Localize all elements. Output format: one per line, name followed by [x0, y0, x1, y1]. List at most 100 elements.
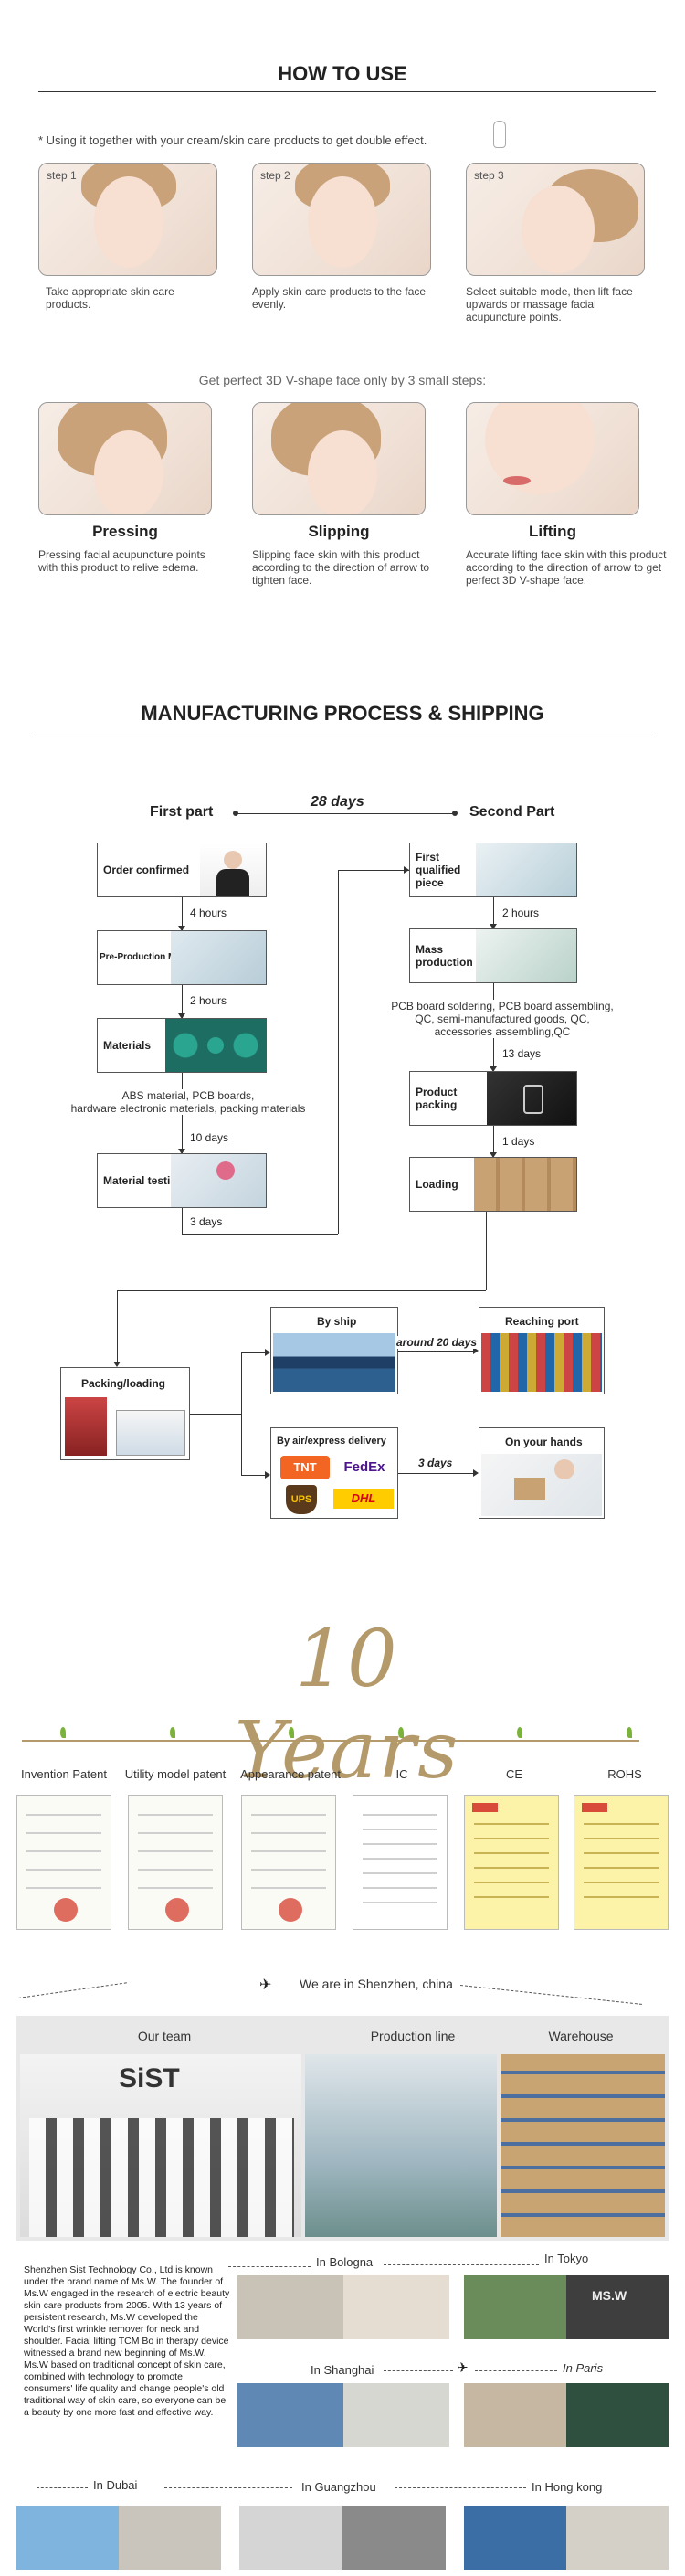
total-duration: 28 days — [311, 794, 364, 810]
first-qualified-box: First qualified piece — [409, 843, 577, 897]
packing-loading-label: Packing/loading — [81, 1377, 166, 1390]
reaching-port-label: Reaching port — [505, 1315, 579, 1328]
utility-patent-certificate — [128, 1795, 223, 1930]
pressing-caption: Pressing facial acupuncture points with … — [38, 548, 206, 574]
invention-patent-certificate — [16, 1795, 111, 1930]
location-banner: We are in Shenzhen, china — [300, 1977, 453, 1991]
leaf-icon — [517, 1727, 522, 1738]
ce-certificate — [464, 1795, 559, 1930]
duration-4-hours: 4 hours — [190, 906, 227, 919]
first-qualified-label: First qualified piece — [416, 851, 461, 889]
three-steps-subtitle: Get perfect 3D V-shape face only by 3 sm… — [198, 373, 487, 387]
loading-label: Loading — [416, 1178, 458, 1191]
packing-loading-box: Packing/loading — [60, 1367, 190, 1460]
warehouse-photo — [501, 2054, 665, 2237]
slipping-caption: Slipping face skin with this product acc… — [252, 548, 430, 587]
duration-1-days: 1 days — [502, 1135, 535, 1148]
city-shanghai: In Shanghai — [311, 2363, 374, 2377]
duration-2-hours: 2 hours — [190, 994, 227, 1007]
step-3-caption: Select suitable mode, then lift face upw… — [466, 285, 633, 323]
materials-label: Materials — [103, 1039, 152, 1052]
lifting-caption: Accurate lifting face skin with this pro… — [466, 548, 667, 587]
delivery-photo — [481, 1454, 602, 1516]
utility-patent-label: Utility model patent — [124, 1767, 227, 1781]
lifting-title: Lifting — [529, 523, 576, 540]
msw-shop-sign: MS.W — [592, 2288, 627, 2303]
tokyo-photo: MS.W — [464, 2275, 669, 2339]
step-3-label: step 3 — [474, 169, 504, 182]
shanghai-photo — [237, 2383, 449, 2447]
step-2-caption: Apply skin care products to the face eve… — [252, 285, 427, 311]
city-guangzhou: In Guangzhou — [301, 2480, 376, 2494]
guangzhou-photo — [239, 2506, 446, 2570]
sist-sign: SiST — [119, 2063, 180, 2094]
city-paris: In Paris — [563, 2361, 604, 2375]
company-about: Shenzhen Sist Technology Co., Ltd is kno… — [24, 2264, 230, 2418]
fedex-logo: FedEx — [343, 1459, 385, 1475]
city-tokyo: In Tokyo — [544, 2252, 589, 2265]
duration-10-days: 10 days — [190, 1131, 229, 1144]
by-ship-label: By ship — [317, 1315, 357, 1328]
by-air-label: By air/express delivery — [277, 1436, 386, 1447]
order-confirmed-box: Order confirmed — [97, 843, 267, 897]
second-part-label: Second Part — [469, 804, 555, 820]
on-hands-box: On your hands — [479, 1427, 605, 1519]
city-hong-kong: In Hong kong — [532, 2480, 603, 2494]
airplane-icon: ✈ — [259, 1977, 272, 1993]
dubai-photo — [16, 2506, 221, 2570]
ic-label: IC — [395, 1767, 408, 1781]
step-1-label: step 1 — [47, 169, 77, 182]
first-part-label: First part — [150, 804, 214, 820]
warehouse-title: Warehouse — [548, 2029, 614, 2043]
usage-note: * Using it together with your cream/skin… — [38, 133, 427, 147]
port-photo — [481, 1333, 602, 1392]
timeline-line — [236, 813, 455, 814]
pressing-title: Pressing — [92, 523, 158, 540]
ic-certificate — [353, 1795, 448, 1930]
our-team-title: Our team — [137, 2029, 192, 2043]
lifting-photo — [466, 402, 639, 515]
materials-box: Materials — [97, 1018, 267, 1073]
slipping-photo — [252, 402, 426, 515]
ce-label: CE — [505, 1767, 523, 1781]
step-3-photo: step 3 — [466, 163, 645, 276]
air-time: 3 days — [418, 1457, 453, 1469]
pre-production-label: Pre-Production Meeting — [100, 952, 203, 962]
by-ship-box: By ship — [270, 1307, 398, 1394]
material-testing-label: Material testing — [103, 1174, 184, 1187]
leaf-icon — [627, 1727, 632, 1738]
ship-photo — [273, 1333, 395, 1392]
title-divider — [38, 91, 656, 92]
dhl-logo: DHL — [333, 1489, 394, 1509]
city-bologna: In Bologna — [316, 2255, 374, 2269]
manufacturing-title: MANUFACTURING PROCESS & SHIPPING — [141, 702, 544, 725]
team-photo: SiST — [20, 2054, 301, 2237]
truck-icon — [116, 1410, 185, 1456]
rohs-certificate — [574, 1795, 669, 1930]
leaf-icon — [398, 1727, 404, 1738]
on-hands-label: On your hands — [505, 1436, 583, 1448]
step-1-photo: step 1 — [38, 163, 217, 276]
mass-production-box: Mass production — [409, 928, 577, 983]
loading-box: Loading — [409, 1157, 577, 1212]
step-2-photo: step 2 — [252, 163, 431, 276]
how-to-use-title: HOW TO USE — [278, 62, 407, 85]
airplane-icon: ✈ — [457, 2360, 469, 2376]
materials-note: ABS material, PCB boards, hardware elect… — [51, 1089, 325, 1115]
appearance-patent-certificate — [241, 1795, 336, 1930]
product-packing-box: Product packing — [409, 1071, 577, 1126]
appearance-patent-label: Appearance patent — [240, 1767, 341, 1781]
leaf-icon — [170, 1727, 175, 1738]
leaf-icon — [289, 1727, 294, 1738]
tnt-logo: TNT — [280, 1456, 330, 1479]
mass-production-label: Mass production — [416, 943, 473, 969]
rohs-label: ROHS — [607, 1767, 642, 1781]
gold-timeline — [22, 1740, 639, 1742]
bologna-photo — [237, 2275, 449, 2339]
ship-time: around 20 days — [396, 1336, 478, 1349]
production-line-title: Production line — [370, 2029, 456, 2043]
material-testing-box: Material testing — [97, 1153, 267, 1208]
slipping-title: Slipping — [308, 523, 370, 540]
pre-production-box: Pre-Production Meeting — [97, 930, 267, 985]
reaching-port-box: Reaching port — [479, 1307, 605, 1394]
